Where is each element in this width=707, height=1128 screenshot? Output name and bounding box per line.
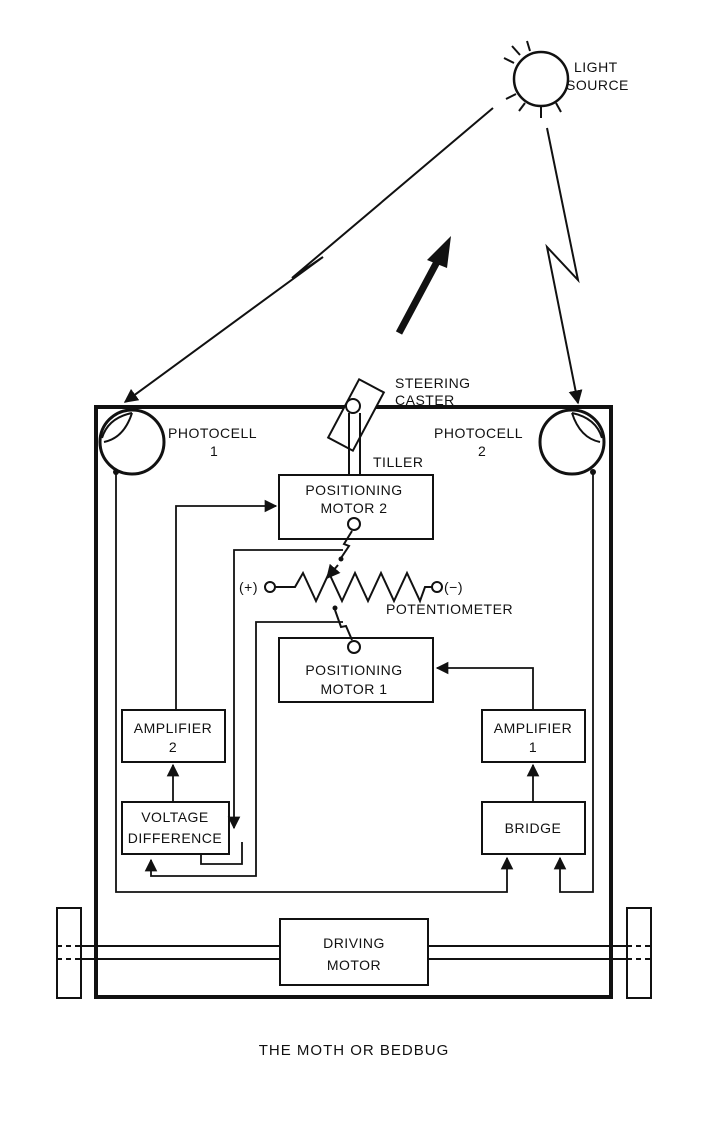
driving-motor-label-1: DRIVING	[323, 935, 385, 951]
photocell-1-label-2: 1	[210, 443, 218, 459]
figure-caption: THE MOTH OR BEDBUG	[259, 1042, 450, 1059]
photocell-1-junction	[113, 469, 119, 475]
photocell-1-label-1: PHOTOCELL	[168, 425, 257, 441]
light-source-label-2: SOURCE	[566, 77, 629, 93]
motor-1-shaft	[347, 640, 361, 654]
plus-terminal	[264, 581, 276, 593]
tiller	[348, 413, 361, 475]
left-wheel	[56, 907, 82, 999]
bridge-label: BRIDGE	[505, 820, 562, 836]
minus-terminal-label: (−)	[444, 579, 463, 595]
steering-caster-label-1: STEERING	[395, 375, 471, 391]
positioning-motor-2-label-2: MOTOR 2	[320, 500, 387, 516]
driving-motor-box	[279, 918, 429, 986]
photocell-1	[98, 408, 166, 476]
minus-terminal	[431, 581, 443, 593]
amplifier-2-box	[121, 709, 226, 763]
direction-arrow	[395, 236, 451, 335]
photocell-2	[538, 408, 606, 476]
plus-terminal-label: (+)	[239, 579, 258, 595]
amplifier-1-label-2: 1	[529, 739, 537, 755]
potentiometer-label: POTENTIOMETER	[386, 601, 513, 617]
light-source	[503, 40, 570, 118]
steering-caster	[326, 377, 386, 453]
photocell-2-label-2: 2	[478, 443, 486, 459]
steering-caster-label-2: CASTER	[395, 392, 455, 408]
positioning-motor-2-label-1: POSITIONING	[305, 482, 402, 498]
motor-1-wiper-link	[334, 609, 353, 641]
positioning-motor-2-box	[278, 474, 434, 540]
drive-axle	[57, 945, 651, 960]
positioning-motor-1-label-1: POSITIONING	[305, 662, 402, 678]
motor-2-wiper-link	[340, 530, 353, 559]
photocell-2-label-1: PHOTOCELL	[434, 425, 523, 441]
positioning-motor-1-box	[278, 637, 434, 703]
driving-motor-label-2: MOTOR	[327, 957, 381, 973]
motor-1-link-dot	[332, 605, 338, 611]
wiring	[115, 472, 594, 893]
motor-2-shaft	[347, 517, 361, 531]
potentiometer-resistor	[275, 570, 432, 604]
tiller-label: TILLER	[373, 454, 423, 470]
voltage-difference-label-2: DIFFERENCE	[128, 830, 222, 846]
right-wheel	[626, 907, 652, 999]
amplifier-2-label-1: AMPLIFIER	[134, 720, 212, 736]
amplifier-2-label-2: 2	[169, 739, 177, 755]
light-ray-right	[545, 127, 583, 405]
potentiometer-wiper	[326, 563, 341, 580]
voltage-difference-label-1: VOLTAGE	[141, 809, 209, 825]
light-source-label-1: LIGHT	[574, 59, 618, 75]
photocell-2-junction	[590, 469, 596, 475]
amplifier-1-label-1: AMPLIFIER	[494, 720, 572, 736]
positioning-motor-1-label-2: MOTOR 1	[320, 681, 387, 697]
light-ray-left	[123, 107, 494, 403]
wiper-link-dot	[338, 556, 344, 562]
